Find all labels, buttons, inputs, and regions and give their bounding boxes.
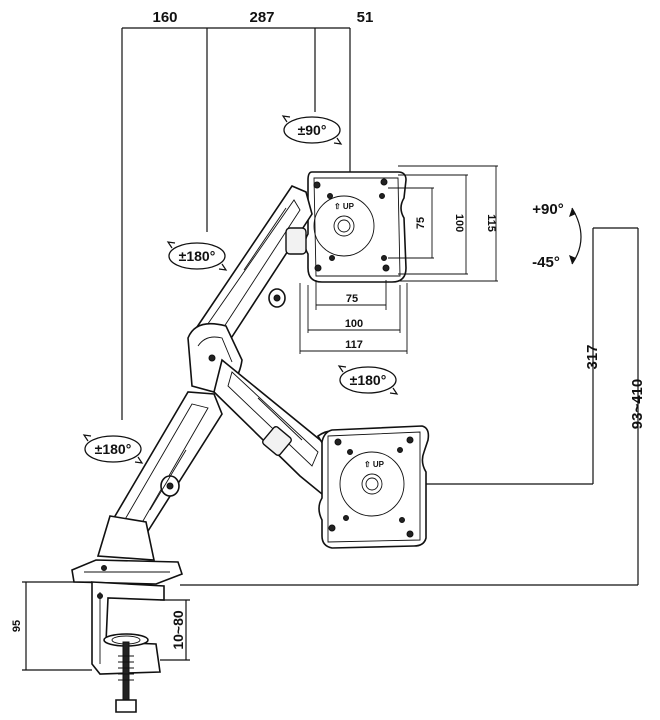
upper-arm [193, 185, 313, 348]
vesa-75-v: 75 [415, 217, 427, 229]
clamp-dimension-95: 95 [11, 581, 92, 671]
rotation-upper-joint: ±180° [166, 241, 228, 271]
height-dimension: 93~410 [180, 227, 646, 586]
rotation-middle-joint: ±180° [337, 365, 399, 395]
vesa-75-h: 75 [346, 293, 358, 305]
vesa-100-v: 100 [453, 214, 465, 232]
rotation-180-lower-label: ±180° [95, 441, 132, 457]
vesa-100-h: 100 [345, 318, 363, 330]
desk-clamp [91, 581, 165, 713]
lower-vesa-plate: ⇧ UP [318, 425, 430, 549]
dim-287: 287 [249, 9, 274, 26]
dim-93-410: 93~410 [629, 379, 646, 429]
vesa-117-h: 117 [345, 339, 363, 351]
dim-95: 95 [11, 620, 23, 632]
rotation-180-middle-label: ±180° [350, 372, 387, 388]
rotation-90-label: ±90° [298, 122, 327, 138]
rotation-lower-joint: ±180° [82, 434, 144, 464]
tilt-down-label: -45° [532, 254, 560, 271]
rotation-pivot-top: ±90° [281, 115, 343, 145]
dim-160: 160 [152, 9, 177, 26]
tilt-up-label: +90° [532, 201, 563, 218]
dim-317: 317 [584, 344, 601, 369]
upper-plate-up-label: ⇧ UP [334, 202, 355, 211]
dim-51: 51 [357, 9, 374, 26]
lower-plate-up-label: ⇧ UP [364, 460, 385, 469]
reach-dimension-317: 317 [412, 227, 612, 485]
post-and-base [71, 515, 184, 585]
vesa-115-v: 115 [485, 214, 497, 232]
upper-vesa-plate: ⇧ UP [304, 171, 407, 283]
clamp-dimension-10-80: 10~80 [160, 599, 190, 661]
tilt-indicator: +90° -45° [532, 201, 582, 271]
top-dimension-chain: 160 287 51 [121, 9, 374, 420]
dim-10-80: 10~80 [170, 610, 186, 650]
upper-vesa-dimensions: 75 100 117 75 100 115 [299, 165, 498, 354]
rotation-180-upper-label: ±180° [179, 248, 216, 264]
